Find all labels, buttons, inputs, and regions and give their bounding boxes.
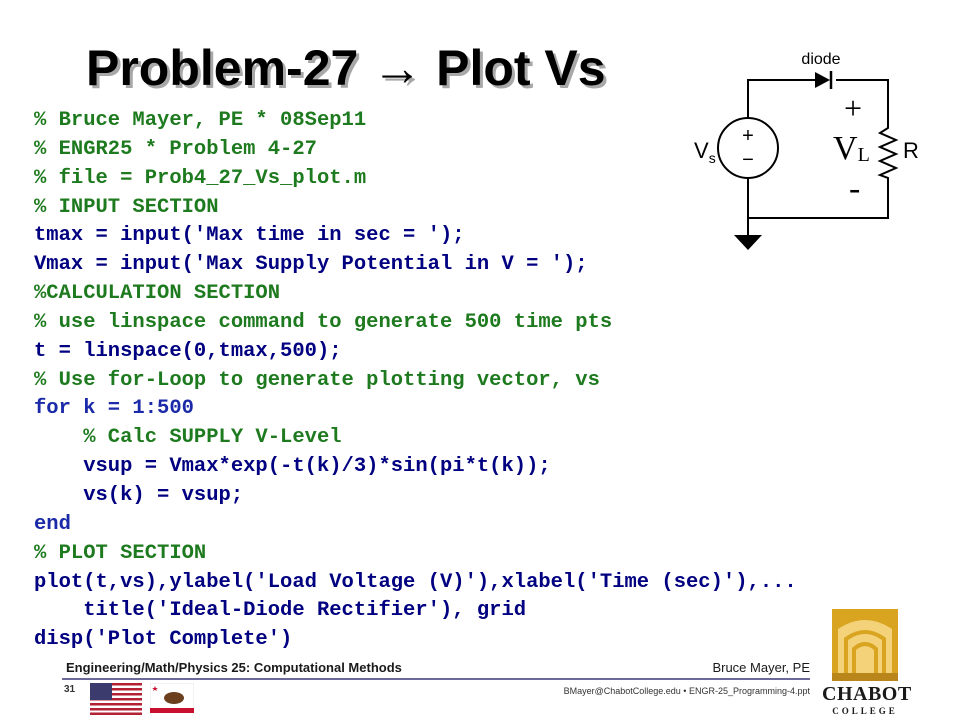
code-line: t = linspace(0,tmax,500); — [34, 339, 342, 363]
footer-course: Engineering/Math/Physics 25: Computation… — [66, 660, 402, 675]
code-line: vs(k) = vsup; — [34, 483, 244, 507]
code-line: vsup = Vmax*exp(-t(k)/3)*sin(pi*t(k)); — [34, 455, 551, 479]
chabot-college-logo — [832, 609, 898, 681]
footer-divider — [62, 678, 810, 680]
california-flag-icon — [150, 683, 194, 713]
logo-name: CHABOT — [822, 683, 912, 705]
code-line: % Bruce Mayer, PE * 08Sep11 — [34, 109, 367, 132]
resistor-icon — [877, 123, 899, 183]
slide-number: 31 — [64, 684, 76, 695]
code-line: % ENGR25 * Problem 4-27 — [34, 137, 317, 161]
code-line: %CALCULATION SECTION — [34, 282, 281, 306]
diode-label: diode — [801, 51, 840, 68]
code-listing: % Bruce Mayer, PE * 08Sep11 % ENGR25 * Pr… — [34, 107, 797, 655]
code-line: tmax = input('Max time in sec = '); — [34, 224, 465, 248]
code-line: % INPUT SECTION — [34, 195, 219, 219]
code-line: % PLOT SECTION — [34, 541, 207, 565]
code-line: title('Ideal-Diode Rectifier'), grid — [34, 599, 527, 623]
load-voltage-label: VL — [833, 130, 870, 167]
code-line: % file = Prob4_27_Vs_plot.m — [34, 166, 367, 190]
diode-icon — [815, 71, 833, 89]
source-plus-label: + — [742, 125, 754, 147]
resistor-label: RL — [903, 138, 918, 166]
load-plus-label: + — [844, 90, 863, 126]
logo-subtitle: COLLEGE — [832, 706, 898, 716]
code-line: % Use for-Loop to generate plotting vect… — [34, 368, 600, 392]
source-minus-label: − — [742, 149, 754, 171]
slide-title: Problem-27 → Plot Vs — [86, 40, 606, 96]
source-label: Vs — [694, 138, 716, 166]
load-minus-label: - — [849, 170, 861, 207]
code-line: plot(t,vs),ylabel('Load Voltage (V)'),xl… — [34, 570, 797, 594]
ground-icon — [734, 235, 762, 250]
code-line: for k = 1:500 — [34, 397, 194, 421]
code-line: Vmax = input('Max Supply Potential in V … — [34, 253, 588, 277]
code-line: disp('Plot Complete') — [34, 628, 293, 652]
code-line: end — [34, 512, 71, 536]
code-line: % Calc SUPPLY V-Level — [34, 426, 342, 450]
circuit-wires — [747, 79, 889, 235]
us-flag-icon — [90, 683, 142, 715]
footer-file-info: BMayer@ChabotCollege.edu • ENGR-25_Progr… — [563, 686, 810, 696]
footer-author: Bruce Mayer, PE — [712, 660, 810, 675]
circuit-diagram: diode + − Vs RL — [694, 51, 918, 250]
code-line: % use linspace command to generate 500 t… — [34, 310, 613, 334]
voltage-source-icon: + − — [717, 117, 779, 179]
